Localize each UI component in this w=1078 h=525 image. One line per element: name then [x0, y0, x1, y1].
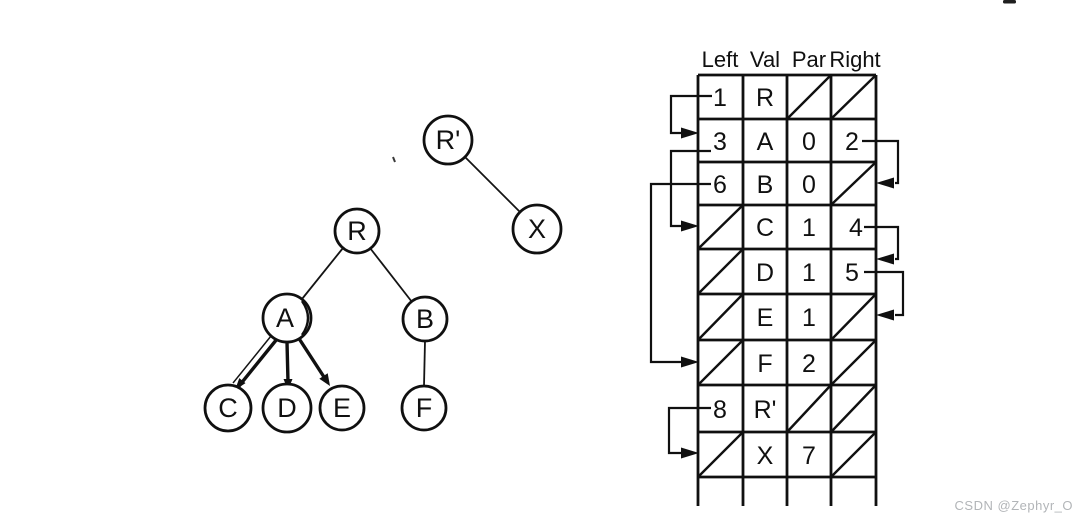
cell-val-8: X: [757, 442, 774, 470]
tree-edge-a-e: [296, 335, 326, 379]
node-circle: [511, 203, 563, 255]
node-label: F: [416, 393, 433, 423]
arrowhead-into-row-c: [681, 220, 699, 232]
arrowhead-into-row-d: [876, 253, 894, 265]
arrow-rprime-left-to-x: [667, 406, 711, 455]
cell-val-6: F: [757, 350, 772, 378]
tree-node-a: A: [261, 292, 313, 344]
cell-right-3: 4: [849, 214, 863, 242]
cell-left-7: 8: [713, 396, 727, 424]
cell-par-6: 2: [802, 350, 816, 378]
hand-drawn-paren: [301, 300, 310, 336]
node-label: X: [528, 214, 546, 244]
tree-node-f: F: [400, 384, 448, 432]
tree: R' X R A B C: [203, 114, 563, 434]
tree-edge-a-c: [237, 337, 279, 388]
cell-par-3: 1: [802, 214, 816, 242]
arrowhead-a-e: [319, 373, 330, 386]
cell-val-5: E: [757, 304, 774, 332]
tree-node-d: D: [261, 382, 313, 434]
tree-edge-r-b: [369, 247, 413, 303]
cell-right-4: 5: [845, 259, 859, 287]
pointer-table: Left Val Par Right: [649, 47, 905, 506]
table-cell-values: 1 R 3 A 0 2 6 B 0 C 1 4 D 1 5 E: [713, 84, 863, 470]
arrow-r-left-to-a: [669, 94, 712, 135]
right-pointer-arrows: [862, 139, 905, 321]
tree-node-e: E: [318, 384, 366, 432]
watermark: CSDN @Zephyr_O: [954, 498, 1073, 513]
arrow-d-right-to-e: [864, 270, 905, 317]
table-grid-vertical-lines: [696, 75, 878, 506]
cell-right-1: 2: [845, 128, 859, 156]
cell-val-0: R: [756, 84, 774, 112]
node-circle: [203, 383, 253, 433]
scan-artifact-top-right: [1003, 0, 1016, 4]
tree-node-b: B: [401, 295, 449, 343]
arrowhead-into-row-x: [681, 447, 699, 459]
tree-edge-rprime-x: [464, 156, 521, 213]
empty-cell-diagonals: [698, 75, 876, 477]
node-label: C: [218, 393, 238, 423]
tree-edge-a-d: [285, 340, 290, 384]
column-header-right: Right: [829, 47, 880, 72]
cell-val-1: A: [757, 128, 774, 156]
node-label: R': [436, 125, 461, 155]
node-circle: [261, 292, 313, 344]
tree-edge-a-c-thin: [232, 335, 272, 384]
node-label: A: [276, 303, 294, 333]
tree-node-rprime: R': [422, 114, 474, 166]
scan-speck: [392, 156, 396, 163]
column-header-val: Val: [750, 47, 780, 72]
node-label: D: [277, 393, 297, 423]
node-label: R: [347, 216, 367, 246]
arrow-a-right-to-b: [862, 139, 900, 185]
cell-val-4: D: [756, 259, 774, 287]
column-header-par: Par: [792, 47, 826, 72]
column-header-left: Left: [702, 47, 739, 72]
node-label: B: [416, 304, 434, 334]
cell-par-4: 1: [802, 259, 816, 287]
node-circle: [318, 384, 366, 432]
node-circle: [401, 295, 449, 343]
arrowhead-into-row-b: [876, 177, 894, 189]
node-circle: [333, 207, 381, 255]
cell-left-0: 1: [713, 84, 727, 112]
cell-par-5: 1: [802, 304, 816, 332]
cell-val-3: C: [756, 214, 774, 242]
tree-node-c: C: [203, 383, 253, 433]
cell-par-1: 0: [802, 128, 816, 156]
node-circle: [422, 114, 474, 166]
cell-val-7: R': [754, 396, 777, 424]
node-circle: [261, 382, 313, 434]
tree-node-x: X: [511, 203, 563, 255]
arrow-c-right-to-d: [864, 225, 900, 261]
cell-left-1: 3: [713, 128, 727, 156]
node-label: E: [333, 393, 351, 423]
arrowhead-into-row-f: [681, 356, 699, 368]
cell-left-2: 6: [713, 171, 727, 199]
arrow-b-left-to-f: [649, 182, 711, 364]
left-pointer-arrows: [649, 94, 712, 459]
cell-val-2: B: [757, 171, 774, 199]
arrowhead-into-row-e: [876, 309, 894, 321]
cell-par-2: 0: [802, 171, 816, 199]
arrowhead-into-row-a: [681, 127, 699, 139]
cell-par-8: 7: [802, 442, 816, 470]
tree-edge-r-a: [301, 247, 344, 300]
arrow-a-left-to-c: [669, 149, 711, 228]
node-circle: [400, 384, 448, 432]
tree-edge-b-f: [423, 340, 426, 387]
tree-node-r: R: [333, 207, 381, 255]
